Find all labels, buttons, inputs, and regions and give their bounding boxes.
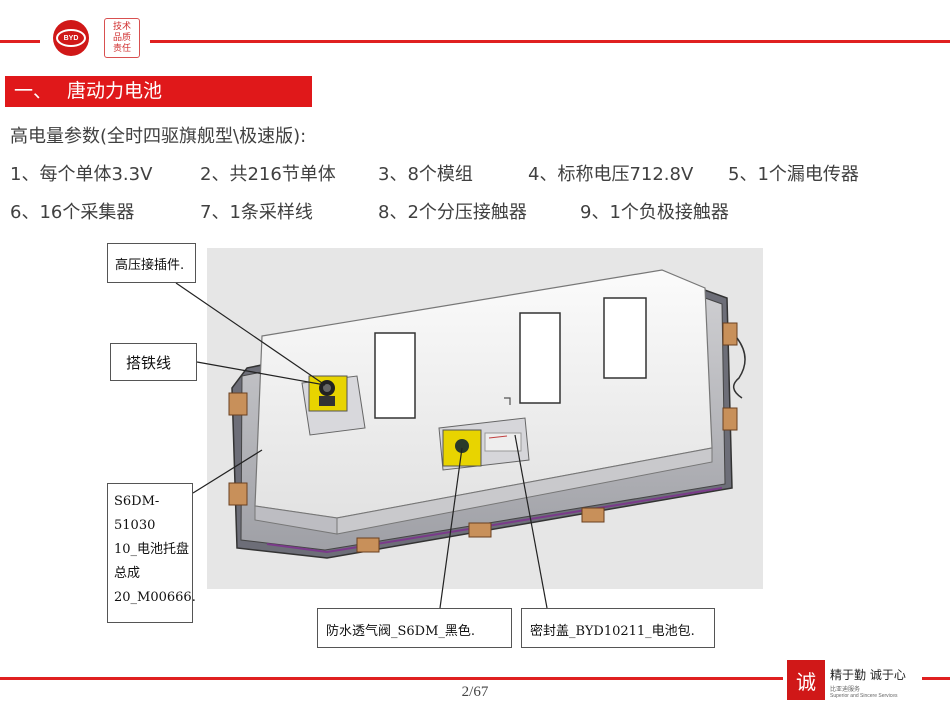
battery-pack-image [207,248,763,589]
param-item: 9、1个负极接触器 [580,202,729,223]
param-item: 3、8个模组 [378,164,473,185]
quality-seal: 技术品质责任 [104,18,140,58]
param-item: 8、2个分压接触器 [378,202,527,223]
seal-text: 技术品质责任 [112,21,131,54]
param-item: 2、共216节单体 [200,164,336,185]
param-item: 4、标称电压712.8V [528,164,694,185]
tray-label-line: 总成 [114,566,141,581]
tray-label-line: 20_M00666. [114,590,196,605]
footer-motto-en: Superior and Sincere Services [830,693,898,699]
tray-label-line: S6DM-51030 [114,494,160,533]
param-item: 7、1条采样线 [200,202,313,223]
byd-logo: BYD [53,20,89,56]
callout-ground-wire: 搭铁线 [110,343,197,381]
param-item: 5、1个漏电传器 [728,164,859,185]
callout-seal-cover: 密封盖_BYD10211_电池包. [521,608,715,648]
footer-motto: 精于勤 诚于心 [830,668,906,682]
callout-hv-connector: 高压接插件. [107,243,196,283]
callout-vent-valve: 防水透气阀_S6DM_黑色. [317,608,512,648]
tray-label-line: 10_电池托盘 [114,542,190,557]
section-number: 一、 [14,80,53,102]
header-rule-left [0,40,40,43]
battery-pack-drawing [228,269,746,559]
callout-battery-tray: S6DM-51030 10_电池托盘 总成 20_M00666. [107,483,196,623]
section-title: 唐动力电池 [67,80,163,102]
footer-rule-right [922,677,950,680]
header-rule-right [150,40,950,43]
param-item: 6、16个采集器 [10,202,135,223]
section-title-bar: 一、 唐动力电池 [5,76,312,107]
footer-motto-sub: 比亚迪服务 [830,687,861,693]
page-number: 2/67 [461,684,489,700]
param-item: 1、每个单体3.3V [10,164,153,185]
footer-rule-left [0,677,783,680]
sincerity-logo: 诚 [787,660,825,700]
params-heading: 高电量参数(全时四驱旗舰型\极速版): [10,126,307,147]
byd-logo-text: BYD [56,29,86,47]
